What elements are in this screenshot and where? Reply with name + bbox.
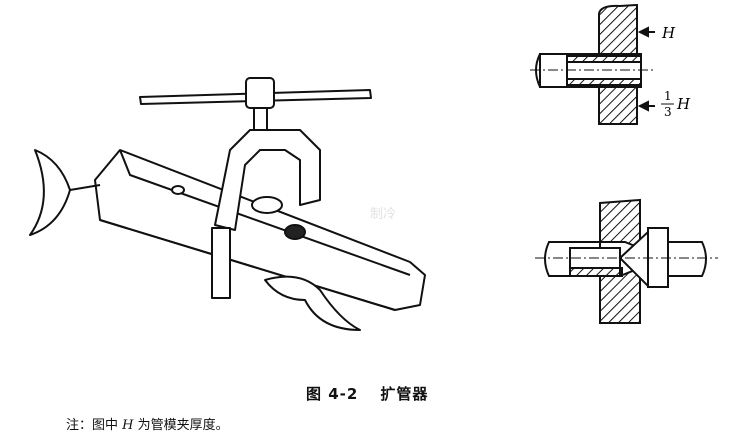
clamp-bar [94, 149, 426, 311]
hole [284, 224, 306, 240]
small-hole [171, 185, 185, 195]
note-text: 为管模夹厚度。 [137, 418, 229, 433]
figure-title: 扩管器 [380, 385, 429, 403]
tube-expander-illustration [29, 77, 426, 331]
cone-head [251, 196, 283, 214]
yoke [214, 129, 321, 231]
cross-section-before [530, 3, 655, 125]
handle-knob [245, 77, 275, 109]
wing-nut-left [29, 149, 71, 236]
fraction-denominator: 3 [664, 105, 672, 119]
yoke-leg [211, 227, 231, 299]
figure-number: 图 4-2 [306, 385, 359, 403]
cross-section-after [535, 198, 718, 324]
figure-note: 注：图中 H 为管模夹厚度。 [66, 414, 229, 433]
wing-nut-bottom [264, 275, 361, 331]
label-h: H [661, 24, 676, 42]
fraction-numerator: 1 [664, 89, 672, 103]
note-prefix: 注：图中 [66, 418, 119, 433]
watermark: 制冷 [370, 207, 397, 222]
label-third-h: H [676, 95, 691, 113]
note-symbol: H [122, 418, 134, 433]
figure-caption: 图 4-2 扩管器 [306, 383, 428, 404]
